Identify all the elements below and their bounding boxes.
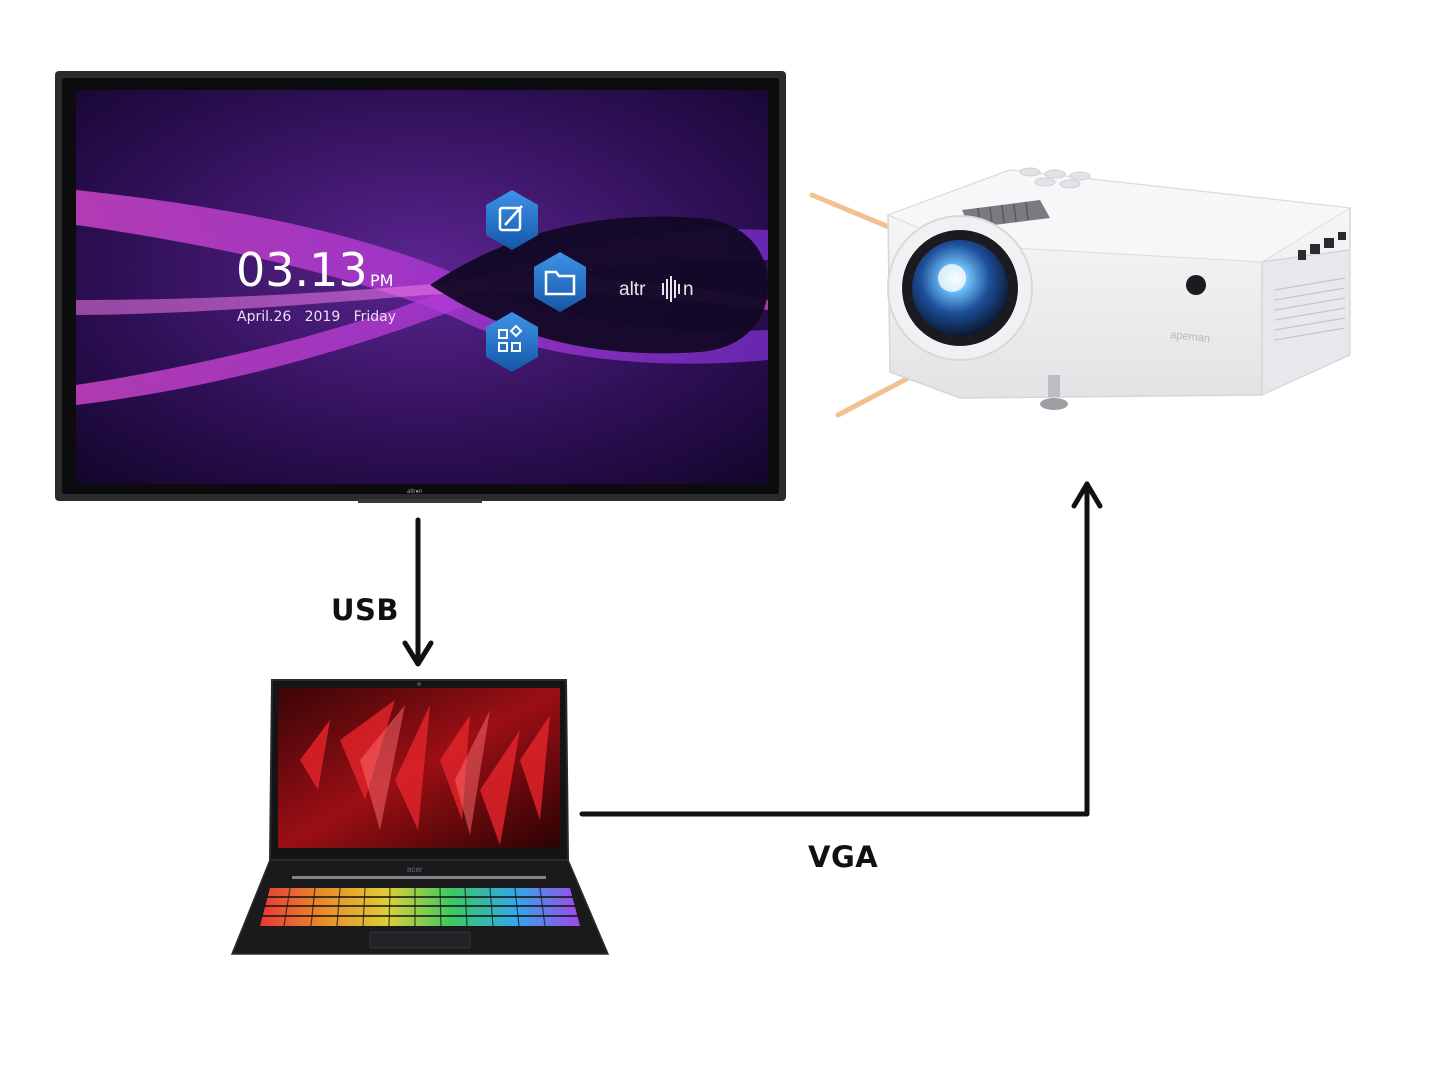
laptop: acer [230,679,610,955]
svg-text:altr: altr [619,279,646,300]
touchpad [369,931,471,949]
vga-connection [579,481,1103,817]
usb-arrowhead [402,640,434,667]
interactive-display: 03.13 PM April.26 2019 Friday altr n alt… [55,71,786,503]
display-date: April.26 2019 Friday [237,309,396,325]
usb-connection [402,517,434,667]
projector: apeman [809,167,1352,418]
ir-sensor [1186,275,1206,295]
display-ampm: PM [370,271,393,290]
laptop-brand: acer [407,865,423,874]
folder-icon[interactable] [534,252,586,312]
svg-text:n: n [683,279,694,300]
note-icon[interactable] [486,190,538,250]
display-time: 03.13 [236,243,368,297]
bezel-logo: altr●n [407,489,422,495]
vga-arrowhead [1071,481,1103,509]
usb-label: USB [331,593,400,627]
altron-logo: altr n [619,276,694,302]
projector-brand: apeman [1170,329,1211,345]
apps-icon[interactable] [486,312,538,372]
rgb-keyboard [260,888,580,926]
vga-label: VGA [808,840,879,874]
